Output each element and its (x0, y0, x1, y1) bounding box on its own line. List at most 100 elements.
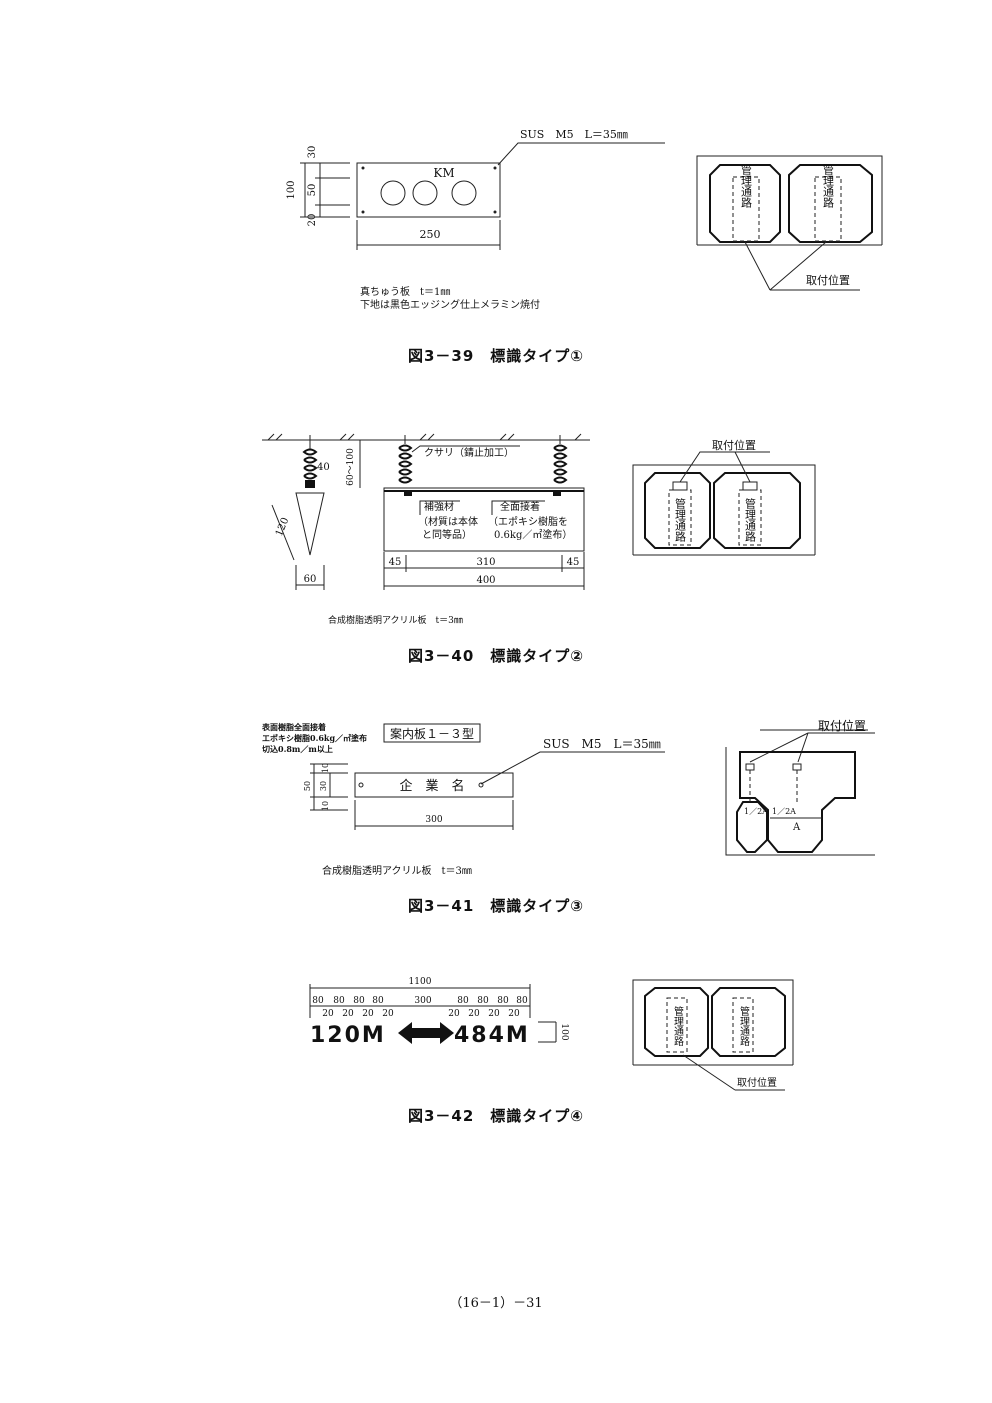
type-box (383, 723, 481, 743)
bottom-dims: 20 20 20 20 20 20 20 20 (322, 1009, 520, 1019)
mount-label: 取付位置 (737, 1076, 777, 1089)
page-number: （16－1）－31 (449, 1296, 543, 1311)
figure-3-40-drawing: 40 120 60 クサリ（錆止加工） 60～100 補強材 （材質は本体 と同… (262, 433, 816, 626)
dim-bottom: 20 (468, 1009, 480, 1019)
dim-50: 50 (307, 184, 318, 197)
bolt-leader (497, 142, 665, 166)
dim-top: 80 (497, 996, 509, 1006)
dim-top: 80 (333, 996, 345, 1006)
dim-400: 400 (476, 575, 495, 586)
tunnel-section: 管理通路 管理通路 取付位置 (632, 979, 794, 1091)
screw-hole (361, 210, 365, 214)
mount-label: 取付位置 (806, 273, 850, 287)
figure-3-41: 表面樹脂全面接着 エポキシ樹脂0.6kg／㎡塗布 切込0.8m／m以上 案内板１… (0, 700, 992, 930)
dim-310: 310 (476, 557, 495, 568)
walkway-label: 管理通路 (672, 1005, 684, 1047)
dim-bottom: 20 (448, 1009, 460, 1019)
plate-text: 企 業 名 (399, 778, 464, 794)
bolt-label: SUS M5 L＝35㎜ (543, 737, 661, 751)
tunnel-section: 取付位置 1／2A 1／2A A (725, 718, 875, 856)
dim-1100: 1100 (409, 977, 432, 987)
screw-hole (478, 782, 484, 788)
tunnel-section: 管理通路 管理通路 取付位置 (632, 438, 816, 556)
dim-30: 30 (307, 146, 318, 159)
bond-note-2: 0.6kg／㎡塗布） (494, 528, 572, 541)
dim-10-bottom: 10 (321, 801, 330, 811)
tunnel-section: 管理通路 管理通路 取付位置 (696, 155, 883, 291)
walkway-label: 管理通路 (740, 163, 753, 209)
dim-bottom: 20 (508, 1009, 520, 1019)
dim-top: 80 (457, 996, 469, 1006)
screw-hole (493, 166, 497, 170)
company-plate (354, 772, 514, 798)
figure-3-39-drawing: KM SUS M5 L＝35㎜ 30 50 20 100 250 真ちゅう板 t… (286, 128, 883, 311)
dim-top: 80 (477, 996, 489, 1006)
figure-3-42-drawing: 1100 80 80 80 80 300 80 80 80 80 20 20 2… (309, 977, 794, 1091)
figure-caption: 図3－40 標識タイプ② (407, 647, 584, 665)
note-c: 切込0.8m／m以上 (262, 744, 333, 754)
material-note: 合成樹脂透明アクリル板 t＝3㎜ (322, 864, 472, 877)
mount-label: 取付位置 (712, 438, 756, 452)
dim-bottom: 20 (382, 1009, 394, 1019)
dim-top: 300 (414, 996, 431, 1006)
dim-50: 50 (303, 781, 312, 791)
bolt-label: SUS M5 L＝35㎜ (520, 128, 628, 141)
note-a: 表面樹脂全面接着 (261, 722, 326, 732)
circle-mark (412, 180, 438, 206)
dim-250: 250 (420, 228, 441, 241)
dim-bottom: 20 (342, 1009, 354, 1019)
screw-hole (361, 166, 365, 170)
figure-caption: 図3－42 標識タイプ④ (407, 1107, 584, 1125)
screw-hole (493, 210, 497, 214)
dim-60-100: 60～100 (346, 448, 356, 486)
figure-3-41-drawing: 表面樹脂全面接着 エポキシ樹脂0.6kg／㎡塗布 切込0.8m／m以上 案内板１… (261, 718, 875, 877)
dim-40: 40 (317, 462, 330, 473)
note-b: エポキシ樹脂0.6kg／㎡塗布 (262, 733, 367, 743)
walkway-label: 管理通路 (738, 1005, 750, 1047)
reinforce-note-1: （材質は本体 (418, 515, 478, 528)
dim-bottom: 20 (362, 1009, 374, 1019)
note-1: 真ちゅう板 t＝1㎜ (360, 285, 450, 298)
half-a-right: 1／2A (772, 807, 796, 816)
chain (398, 435, 568, 484)
walkway-label: 管理通路 (744, 497, 757, 543)
dim-10-top: 10 (321, 763, 330, 773)
dim-top: 80 (372, 996, 384, 1006)
double-arrow-icon (398, 1022, 454, 1044)
screw-hole (358, 782, 364, 788)
chain-label: クサリ（錆止加工） (424, 446, 514, 459)
figure-caption: 図3－41 標識タイプ③ (407, 897, 584, 915)
reinforce-label: 補強材 (424, 500, 454, 513)
pendant-sign: 40 120 60 (271, 435, 330, 590)
top-dims: 80 80 80 80 300 80 80 80 80 (312, 996, 528, 1006)
figure-3-40: 40 120 60 クサリ（錆止加工） 60～100 補強材 （材質は本体 と同… (0, 380, 992, 680)
dim-bottom: 20 (322, 1009, 334, 1019)
figure-3-39: KM SUS M5 L＝35㎜ 30 50 20 100 250 真ちゅう板 t… (0, 0, 992, 380)
material-note: 合成樹脂透明アクリル板 t＝3㎜ (328, 614, 463, 626)
mount-label: 取付位置 (818, 718, 866, 733)
distance-right: 484M (454, 1023, 530, 1048)
note-2: 下地は黒色エッジング仕上メラミン焼付 (360, 298, 540, 311)
a-label: A (792, 822, 801, 833)
brass-plate (356, 162, 501, 218)
dim-120: 120 (274, 516, 291, 538)
dim-top: 80 (516, 996, 528, 1006)
walkway-label: 管理通路 (822, 163, 835, 209)
dim-100: 100 (286, 180, 297, 199)
bond-label: 全面接着 (500, 500, 540, 513)
dim-100: 100 (559, 1023, 569, 1040)
half-a-left: 1／2A (744, 807, 768, 816)
acrylic-sign (383, 487, 585, 552)
dim-45-left: 45 (389, 557, 402, 568)
dim-300: 300 (425, 815, 442, 825)
figure-caption: 図3－39 標識タイプ① (407, 347, 584, 365)
dim-60: 60 (304, 574, 317, 585)
reinforce-note-2: と同等品） (422, 528, 472, 541)
dim-45-right: 45 (567, 557, 580, 568)
dim-top: 80 (353, 996, 365, 1006)
dim-top: 80 (312, 996, 324, 1006)
dim-bottom: 20 (488, 1009, 500, 1019)
distance-left: 120M (310, 1023, 386, 1048)
dim-30: 30 (319, 781, 328, 791)
circle-mark (380, 180, 406, 206)
